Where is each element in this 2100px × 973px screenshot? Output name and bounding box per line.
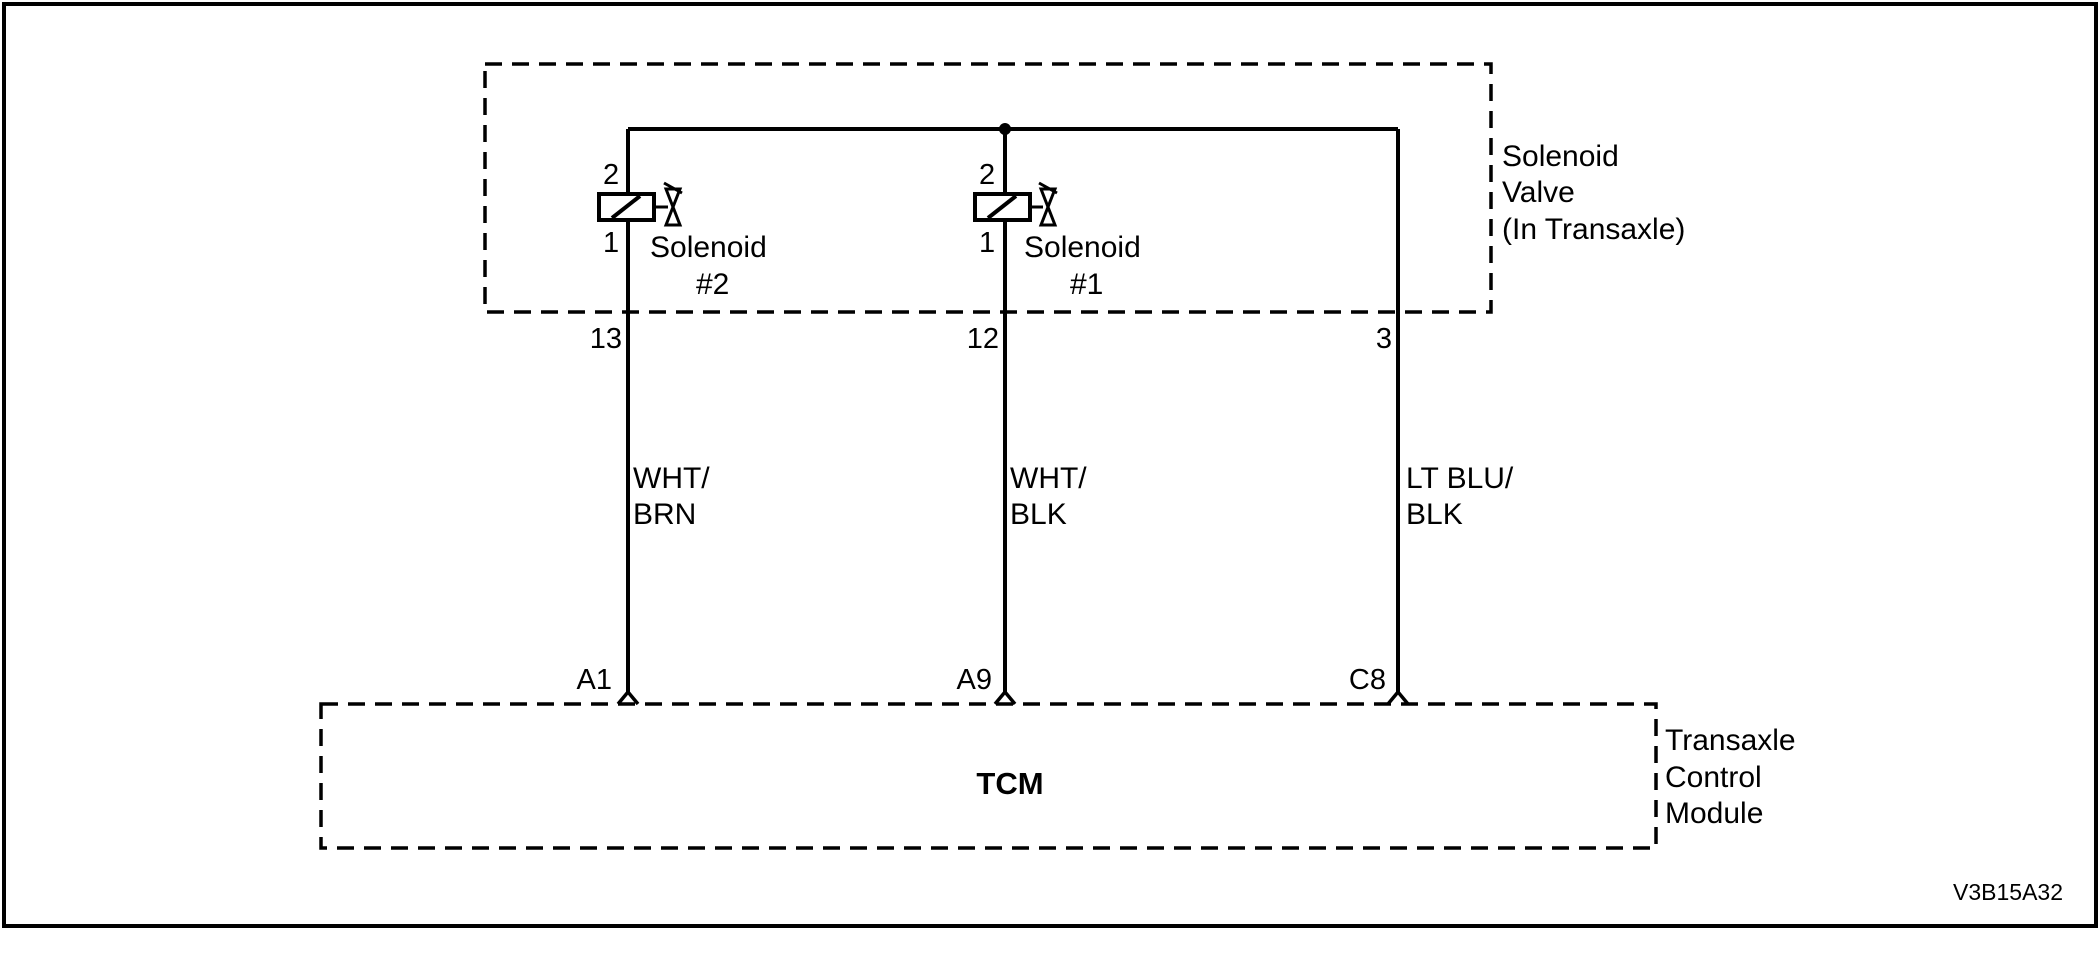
solenoid-1-valve-icon	[1038, 187, 1058, 227]
tcm-pin-a9: A9	[957, 664, 992, 696]
tcm-label-line-2: Control	[1665, 761, 1762, 794]
wire-color-middle: WHT/ BLK	[1010, 462, 1095, 531]
solenoid-2-pin-top: 2	[603, 159, 619, 191]
tcm-enclosure	[319, 702, 1658, 850]
solenoid-1-pin-bottom: 1	[979, 227, 995, 259]
connector-pin-3: 3	[1376, 323, 1392, 355]
solenoid-1-label-line-1: Solenoid	[1024, 231, 1141, 264]
wire-color-left-line-1: WHT/	[633, 462, 710, 495]
solenoid-1-symbol	[973, 181, 1058, 227]
wire-color-middle-line-2: BLK	[1010, 498, 1067, 531]
wire-color-left-line-2: BRN	[633, 498, 696, 531]
connector-pin-12: 12	[967, 323, 999, 355]
solenoid-2-label-line-2: #2	[696, 268, 729, 301]
wire-color-right: LT BLU/ BLK	[1406, 462, 1522, 531]
solenoid-2-pin-bottom: 1	[603, 227, 619, 259]
figure-id: V3B15A32	[1953, 879, 2063, 905]
solenoid-valve-enclosure	[483, 62, 1493, 314]
solenoid-valve-label: Solenoid Valve (In Transaxle)	[1502, 140, 1685, 246]
wire-color-right-line-1: LT BLU/	[1406, 462, 1514, 495]
solenoid-valve-label-line-2: Valve	[1502, 176, 1575, 209]
solenoid-2-label-line-1: Solenoid	[650, 231, 767, 264]
solenoid-2-symbol	[597, 181, 683, 227]
tcm-pin-a9-connector-icon	[993, 689, 1017, 706]
wire-color-middle-line-1: WHT/	[1010, 462, 1087, 495]
tcm-label-line-1: Transaxle	[1665, 724, 1796, 757]
tcm-name: TCM	[976, 766, 1043, 801]
wire-color-right-line-2: BLK	[1406, 498, 1463, 531]
tcm-label-line-3: Module	[1665, 797, 1763, 830]
solenoid-valve-label-line-3: (In Transaxle)	[1502, 213, 1685, 246]
solenoid-1-label-line-2: #1	[1070, 268, 1103, 301]
wire-color-left: WHT/ BRN	[633, 462, 718, 531]
tcm-pin-c8: C8	[1349, 664, 1386, 696]
figure-frame	[2, 2, 2098, 928]
tcm-label: Transaxle Control Module	[1665, 724, 1804, 830]
solenoid-2-label: Solenoid #2	[650, 231, 775, 301]
solenoid-2-valve-icon	[663, 187, 683, 227]
tcm-pin-a1: A1	[577, 664, 612, 696]
solenoid-1-pin-top: 2	[979, 159, 995, 191]
solenoid-1-label: Solenoid #1	[1024, 231, 1149, 301]
connector-pin-13: 13	[590, 323, 622, 355]
tcm-pin-a1-connector-icon	[616, 689, 640, 706]
tcm-pin-c8-connector-icon	[1386, 689, 1410, 706]
solenoid-valve-label-line-1: Solenoid	[1502, 140, 1619, 173]
